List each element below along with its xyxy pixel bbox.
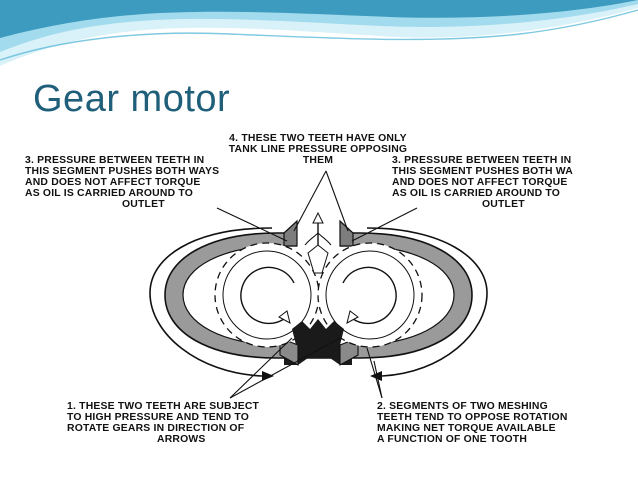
label-ur-line-4: AS OIL IS CARRIED AROUND TO: [392, 188, 560, 199]
label-bl-line-2: TO HIGH PRESSURE AND TEND TO: [67, 412, 249, 423]
label-ur-line-2: THIS SEGMENT PUSHES BOTH WA: [392, 166, 573, 177]
label-top-line-3: THEM: [303, 155, 333, 166]
label-upper-left: 3. PRESSURE BETWEEN TEETH IN THIS SEGMEN…: [25, 155, 219, 210]
label-bl-line-1: 1. THESE TWO TEETH ARE SUBJECT: [67, 401, 260, 412]
label-top: 4. THESE TWO TEETH HAVE ONLY TANK LINE P…: [229, 133, 407, 166]
label-ur-line-5: OUTLET: [482, 199, 525, 210]
label-ul-line-5: OUTLET: [122, 199, 165, 210]
label-br-line-2: TEETH TEND TO OPPOSE ROTATION: [377, 412, 568, 423]
label-br-line-3: MAKING NET TORQUE AVAILABLE: [377, 423, 556, 434]
label-br-line-4: A FUNCTION OF ONE TOOTH: [377, 434, 527, 445]
label-top-line-1: 4. THESE TWO TEETH HAVE ONLY: [229, 133, 407, 144]
right-flow-arrow: [366, 227, 488, 377]
label-ul-line-1: 3. PRESSURE BETWEEN TEETH IN: [25, 155, 204, 166]
header-wave-decoration: [0, 0, 638, 66]
label-ul-line-4: AS OIL IS CARRIED AROUND TO: [25, 188, 193, 199]
label-br-line-1: 2. SEGMENTS OF TWO MESHING: [377, 401, 548, 412]
left-flow-arrow: [149, 227, 273, 377]
label-bottom-right: 2. SEGMENTS OF TWO MESHING TEETH TEND TO…: [377, 401, 568, 445]
label-ur-line-1: 3. PRESSURE BETWEEN TEETH IN: [392, 155, 571, 166]
slide-title: Gear motor: [33, 78, 231, 120]
label-ul-line-2: THIS SEGMENT PUSHES BOTH WAYS: [25, 166, 219, 177]
gear-motor-diagram: 4. THESE TWO TEETH HAVE ONLY TANK LINE P…: [22, 133, 615, 445]
label-top-line-2: TANK LINE PRESSURE OPPOSING: [229, 144, 407, 155]
label-bottom-left: 1. THESE TWO TEETH ARE SUBJECT TO HIGH P…: [67, 401, 260, 445]
label-bl-line-4: ARROWS: [157, 434, 206, 445]
gear-motor-schematic: 4. THESE TWO TEETH HAVE ONLY TANK LINE P…: [22, 133, 615, 445]
label-ur-line-3: AND DOES NOT AFFECT TORQUE: [392, 177, 568, 188]
left-gear: [214, 242, 320, 348]
label-ul-line-3: AND DOES NOT AFFECT TORQUE: [25, 177, 201, 188]
right-gear: [317, 242, 423, 348]
label-upper-right: 3. PRESSURE BETWEEN TEETH IN THIS SEGMEN…: [392, 155, 573, 210]
label-bl-line-3: ROTATE GEARS IN DIRECTION OF: [67, 423, 244, 434]
inlet-high-pressure-region: [284, 345, 352, 365]
